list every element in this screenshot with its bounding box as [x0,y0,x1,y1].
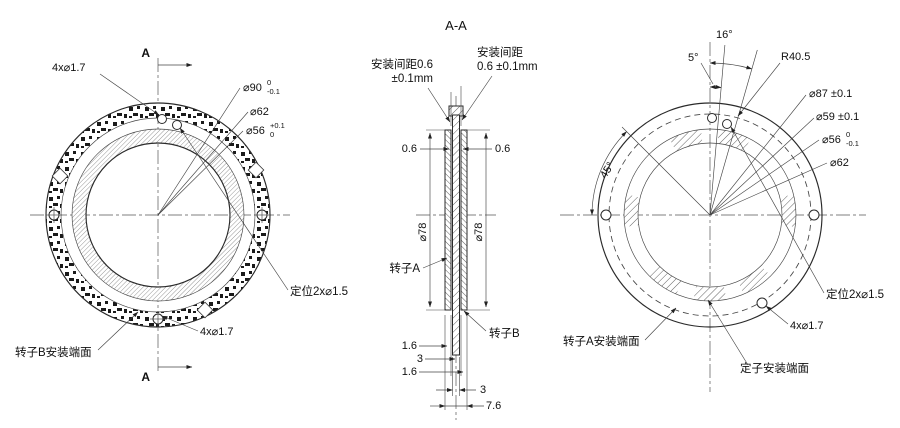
dim-d56: ⌀56 [246,125,265,137]
left-view-leaders [97,73,289,351]
dim-d62: ⌀62 [830,157,849,169]
dim-d90-tol-lower: -0.1 [267,87,280,96]
dim-d56: ⌀56 [822,134,841,146]
dim-thickness-2: 3 [417,353,423,365]
index-mark-diamond [247,161,265,179]
label-rotor-a: 转子A [389,261,420,275]
left-view-holes [46,114,270,327]
dim-r405: R40.5 [781,51,810,63]
dim-dia78-left: ⌀78 [417,223,429,242]
dim-gap-right: 0.6 [495,143,510,155]
dim-gap-left-line1: 安装间距0.6 [371,57,433,71]
dim-d56-tol-upper: 0 [846,130,850,139]
label-rotor-b: 转子B [489,326,520,340]
dim-d56-tol-upper: +0.1 [270,121,285,130]
dim-angle-45: 45° [598,160,617,180]
dim-locating-pins: 定位2x⌀1.5 [826,287,884,301]
stator-coil-segments [624,129,796,301]
locating-pin-hole [722,119,732,129]
dim-angle-5: 5° [688,52,699,64]
mounting-hole [808,209,820,221]
dim-d90-tol-upper: 0 [267,78,271,87]
section-geometry [444,105,468,356]
rotor-b-plate [460,129,468,311]
section-marker-bottom: A [141,370,150,384]
section-dimension-text: 安装间距0.6 ±0.1mm 安装间距 0.6 ±0.1mm 0.6 0.6 ⌀… [371,45,538,412]
index-mark-diamond [51,167,69,185]
rotor-a-plate [444,129,452,311]
dim-width-stator: 3 [480,384,486,396]
left-view-section-markers: A A [141,46,193,384]
left-view-rotor-b: A A 4x⌀1.7 ⌀90 0 -0.1 ⌀62 ⌀56 +0.1 0 定位2… [15,46,348,384]
dim-d59: ⌀59 ±0.1 [816,111,859,123]
dim-holes-bottom: 4x⌀1.7 [200,326,234,338]
locating-pin-hole [707,113,717,123]
dim-width-total: 7.6 [486,400,501,412]
dim-gap-left: 0.6 [402,143,417,155]
mounting-hole [756,297,768,309]
dim-thickness-1: 1.6 [402,340,417,352]
dim-holes: 4x⌀1.7 [790,320,824,332]
label-rotor-b-face: 转子B安装端面 [15,345,92,359]
dim-dia78-right: ⌀78 [473,223,485,242]
dim-d87: ⌀87 ±0.1 [809,88,852,100]
section-dimension-lines [419,75,493,408]
dim-d90: ⌀90 [243,82,262,94]
dim-d62: ⌀62 [250,106,269,118]
dim-gap-right-line2: 0.6 ±0.1mm [477,61,538,73]
dim-d56-tol-lower: 0 [270,130,274,139]
dim-angle-16: 16° [716,29,733,41]
dim-holes-top: 4x⌀1.7 [52,62,86,74]
stator-plate [452,114,460,356]
dim-thickness-3: 1.6 [402,366,417,378]
label-rotor-a-face: 转子A安装端面 [563,334,640,348]
right-view-stator: 16° 5° R40.5 ⌀87 ±0.1 ⌀59 ±0.1 ⌀56 0 -0.… [560,29,884,392]
dim-locating-pins: 定位2x⌀1.5 [290,284,348,298]
dim-gap-right-line1: 安装间距 [477,45,523,59]
label-stator-face: 定子安装端面 [740,361,809,375]
locating-pin-hole [172,120,182,130]
section-view-a-a: A-A [371,18,538,420]
locating-pin-hole [157,114,167,124]
left-view-dimensions: 4x⌀1.7 ⌀90 0 -0.1 ⌀62 ⌀56 +0.1 0 定位2x⌀1.… [15,62,348,359]
right-view-dimensions: 16° 5° R40.5 ⌀87 ±0.1 ⌀59 ±0.1 ⌀56 0 -0.… [563,29,884,375]
mounting-hole [600,209,612,221]
dim-d56-tol-lower: -0.1 [846,139,859,148]
section-title: A-A [445,18,467,33]
dim-gap-left-line2: ±0.1mm [392,73,433,85]
index-mark-diamond [196,301,214,319]
right-view-leaders [644,62,828,366]
section-marker-top: A [141,46,150,60]
hatched-ring [72,129,244,301]
right-view-holes [600,113,820,309]
